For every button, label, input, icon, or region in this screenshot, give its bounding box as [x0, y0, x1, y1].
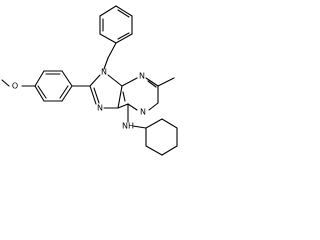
atom-o: O — [12, 82, 18, 91]
methoxyphenyl-ring — [34, 70, 73, 102]
cyclohexyl-ring — [145, 118, 178, 156]
chemical-structure: N N N N NH O — [1, 5, 178, 156]
atom-n9: N — [101, 68, 107, 77]
o-methyl-bond — [1, 79, 10, 87]
imidazole-ring — [89, 74, 123, 109]
pyrimidine-ring — [117, 77, 159, 111]
methyl-bond — [157, 77, 175, 87]
atom-n1: N — [140, 108, 146, 117]
atom-n3: N — [139, 72, 145, 81]
atom-n7: N — [97, 104, 103, 113]
benzyl-ring — [99, 5, 133, 44]
nh-cyclohexyl-bond — [132, 125, 147, 129]
atom-nh: NH — [122, 122, 134, 131]
benzyl-ch2-bond — [107, 42, 117, 59]
ch2-n9-bond — [103, 57, 109, 70]
